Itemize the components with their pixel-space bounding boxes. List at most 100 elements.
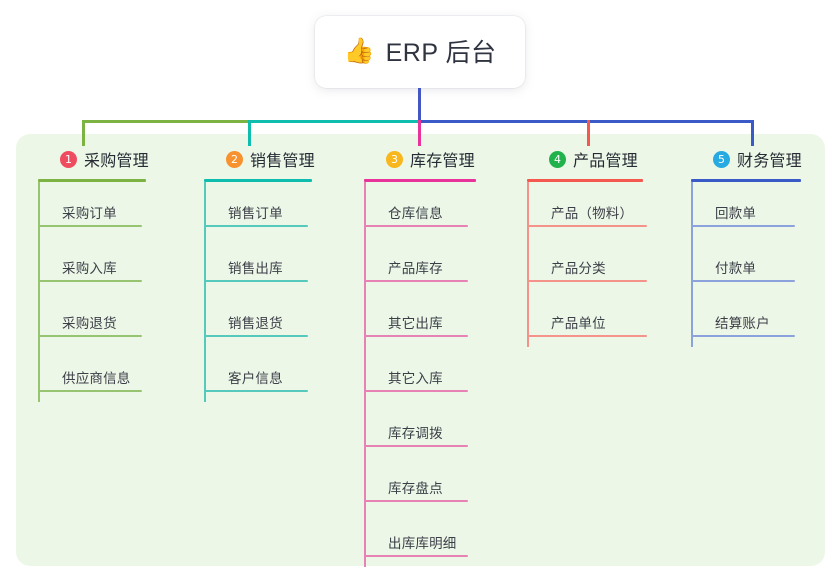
leaf-label: 采购退货 [62,316,117,331]
leaf-label: 供应商信息 [62,371,131,386]
branch-leaf[interactable]: 采购退货 [38,292,198,347]
branch-header-1[interactable]: 1 采购管理 [38,146,198,172]
branch-leaf[interactable]: 库存调拨 [364,402,524,457]
root-stem-line [418,88,421,122]
leaf-spine [364,402,366,457]
branch-title-5: 财务管理 [737,153,802,170]
branch-leaf[interactable]: 客户信息 [204,347,364,402]
leaf-underline [204,335,308,337]
branch-underline-3 [364,179,476,182]
branch-column-2: 2 销售管理 销售订单销售出库销售退货客户信息 [204,146,364,402]
branch-leaf[interactable]: 采购订单 [38,182,198,237]
branch-leaves-2: 销售订单销售出库销售退货客户信息 [204,182,364,402]
branch-stem-2 [248,120,251,146]
branch-title-3: 库存管理 [410,153,475,170]
leaf-spine [204,237,206,292]
leaf-spine [38,237,40,292]
branch-leaf[interactable]: 出库库明细 [364,512,524,567]
leaf-spine [364,347,366,402]
leaf-spine [364,457,366,512]
leaf-label: 结算账户 [715,316,770,331]
bus-segment-1 [82,120,248,123]
branch-column-4: 4 产品管理 产品（物料） 产品分类产品单位 [527,146,687,347]
leaf-underline [364,390,468,392]
branch-leaf[interactable]: 销售退货 [204,292,364,347]
leaf-underline [527,280,647,282]
leaf-label: 产品库存 [388,261,443,276]
leaf-spine [204,347,206,402]
branch-leaf[interactable]: 结算账户 [691,292,839,347]
leaf-label: 回款单 [715,206,757,221]
leaf-underline [364,555,468,557]
branch-badge-2: 2 [226,150,243,168]
leaf-label: 付款单 [715,261,757,276]
thumbs-up-icon: 👍 [343,36,375,65]
leaf-label: 库存调拨 [388,426,443,441]
leaf-label: 其它入库 [388,371,443,386]
bus-segment-3 [418,120,754,123]
branch-leaf[interactable]: 产品库存 [364,237,524,292]
leaf-spine [204,292,206,347]
branch-underline-4 [527,179,643,182]
leaf-spine [691,237,693,292]
branch-leaves-5: 回款单付款单结算账户 [691,182,839,347]
leaf-label: 销售退货 [228,316,283,331]
leaf-underline [364,335,468,337]
branch-underline-5 [691,179,801,182]
branch-title-2: 销售管理 [250,153,315,170]
leaf-label: 客户信息 [228,371,283,386]
branches-panel [16,134,825,566]
branch-leaf[interactable]: 仓库信息 [364,182,524,237]
leaf-label: 销售出库 [228,261,283,276]
leaf-label: 其它出库 [388,316,443,331]
leaf-label: 仓库信息 [388,206,443,221]
branch-leaf[interactable]: 销售订单 [204,182,364,237]
leaf-spine [364,512,366,567]
branch-leaf[interactable]: 其它入库 [364,347,524,402]
leaf-underline [204,225,308,227]
branch-leaf[interactable]: 其它出库 [364,292,524,347]
bus-segment-2 [248,120,420,123]
root-node-title: ERP 后台 [385,39,497,67]
leaf-spine [38,292,40,347]
leaf-label: 采购订单 [62,206,117,221]
leaf-spine [691,292,693,347]
leaf-underline [691,335,795,337]
leaf-label: 采购入库 [62,261,117,276]
branch-underline-1 [38,179,146,182]
branch-leaf[interactable]: 供应商信息 [38,347,198,402]
root-node-content: 👍 ERP 后台 [343,33,496,69]
branch-leaf[interactable]: 产品分类 [527,237,687,292]
branch-leaves-1: 采购订单采购入库采购退货供应商信息 [38,182,198,402]
leaf-underline [527,225,647,227]
branch-stem-1 [82,120,85,146]
branch-leaf[interactable]: 付款单 [691,237,839,292]
branch-stem-5 [751,120,754,146]
branch-badge-1: 1 [60,150,77,168]
root-node[interactable]: 👍 ERP 后台 [315,16,525,88]
leaf-underline [364,225,468,227]
branch-header-4[interactable]: 4 产品管理 [527,146,687,172]
branch-header-5[interactable]: 5 财务管理 [691,146,839,172]
branch-leaf[interactable]: 采购入库 [38,237,198,292]
leaf-spine [364,237,366,292]
leaf-label: 销售订单 [228,206,283,221]
leaf-underline [204,390,308,392]
branch-leaf[interactable]: 回款单 [691,182,839,237]
leaf-spine [364,182,366,237]
branch-header-2[interactable]: 2 销售管理 [204,146,364,172]
branch-header-3[interactable]: 3 库存管理 [364,146,524,172]
branch-leaf[interactable]: 产品单位 [527,292,687,347]
leaf-underline [364,500,468,502]
branch-title-1: 采购管理 [84,153,149,170]
leaf-underline [364,445,468,447]
branch-leaf[interactable]: 产品（物料） [527,182,687,237]
branch-leaf[interactable]: 销售出库 [204,237,364,292]
leaf-underline [38,225,142,227]
branch-leaves-4: 产品（物料） 产品分类产品单位 [527,182,687,347]
leaf-label: 产品（物料） [551,206,634,221]
branch-column-1: 1 采购管理 采购订单采购入库采购退货供应商信息 [38,146,198,402]
leaf-underline [691,225,795,227]
branch-leaf[interactable]: 库存盘点 [364,457,524,512]
